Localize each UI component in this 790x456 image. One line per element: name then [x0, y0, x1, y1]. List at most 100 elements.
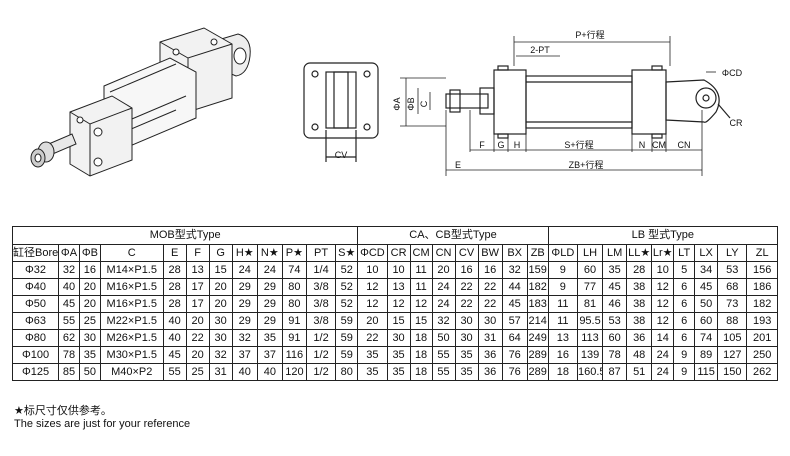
dim-cm: CM — [652, 140, 666, 150]
table-cell: 6 — [673, 295, 696, 313]
table-cell: 11 — [547, 312, 578, 330]
column-header: Lr★ — [651, 244, 675, 262]
table-cell: 76 — [501, 363, 528, 381]
table-cell: 20 — [208, 278, 233, 296]
table-cell: 116 — [281, 346, 307, 364]
table-cell: M30×P1.5 — [99, 346, 164, 364]
reference-note-cn: ★标尺寸仅供参考。 — [14, 405, 112, 417]
table-cell: 35 — [386, 363, 411, 381]
dim-f: F — [479, 140, 485, 150]
table-cell: 30 — [208, 312, 233, 330]
table-cell: 9 — [673, 363, 696, 381]
table-cell: 46 — [602, 295, 628, 313]
table-cell: 37 — [231, 346, 258, 364]
table-cell: Φ40 — [11, 278, 60, 296]
table-cell: 12 — [386, 295, 411, 313]
table-cell: 76 — [501, 346, 528, 364]
table-cell: 22 — [477, 278, 503, 296]
dim-h: H — [514, 140, 521, 150]
table-cell: 6 — [673, 329, 696, 347]
table-cell: 30 — [454, 312, 479, 330]
column-header: N★ — [256, 244, 283, 262]
table-cell: 10 — [357, 261, 388, 279]
table-cell: 6 — [673, 312, 696, 330]
table-cell: 57 — [501, 312, 528, 330]
column-header: LX — [694, 244, 719, 262]
dim-phi-a: ΦA — [392, 97, 402, 110]
table-cell: 28 — [162, 278, 187, 296]
table-cell: 30 — [454, 329, 479, 347]
table-cell: 214 — [526, 312, 549, 330]
table-cell: 77 — [576, 278, 604, 296]
column-header: CM — [409, 244, 433, 262]
column-header: BW — [477, 244, 503, 262]
table-cell: 32 — [208, 346, 233, 364]
table-cell: M16×P1.5 — [99, 295, 164, 313]
table-cell: 1/2 — [305, 329, 337, 347]
table-cell: 12 — [357, 278, 388, 296]
table-cell: Φ50 — [11, 295, 60, 313]
column-header: P★ — [281, 244, 307, 262]
table-cell: 24 — [256, 261, 283, 279]
table-cell: 29 — [256, 295, 283, 313]
table-cell: 36 — [477, 363, 503, 381]
table-cell: 12 — [651, 312, 675, 330]
table-cell: Φ125 — [11, 363, 60, 381]
table-cell: 29 — [256, 278, 283, 296]
table-cell: 22 — [477, 295, 503, 313]
table-cell: 9 — [547, 261, 578, 279]
table-cell: Φ63 — [11, 312, 60, 330]
table-cell: 25 — [78, 312, 101, 330]
table-cell: 22 — [454, 278, 479, 296]
table-cell: 87 — [602, 363, 628, 381]
table-cell: 52 — [335, 295, 359, 313]
column-header: CR — [386, 244, 411, 262]
table-cell: 38 — [626, 278, 653, 296]
table-cell: 55 — [162, 363, 187, 381]
table-cell: 35 — [386, 346, 411, 364]
table-cell: 78 — [58, 346, 80, 364]
table-cell: M14×P1.5 — [99, 261, 164, 279]
table-cell: 91 — [281, 329, 307, 347]
table-cell: 18 — [409, 346, 433, 364]
column-header: CV — [454, 244, 479, 262]
table-cell: 38 — [626, 295, 653, 313]
table-cell: 53 — [717, 261, 748, 279]
table-cell: 150 — [717, 363, 748, 381]
table-cell: Φ100 — [11, 346, 60, 364]
table-cell: 31 — [208, 363, 233, 381]
table-cell: 91 — [281, 312, 307, 330]
table-cell: 13 — [185, 261, 210, 279]
table-cell: 18 — [547, 363, 578, 381]
table-cell: 73 — [717, 295, 748, 313]
table-cell: 182 — [526, 278, 549, 296]
table-cell: 105 — [717, 329, 748, 347]
table-cell: 156 — [746, 261, 778, 279]
column-header: CN — [431, 244, 456, 262]
dim-cr: CR — [730, 118, 743, 128]
table-cell: 11 — [409, 261, 433, 279]
table-cell: 38 — [626, 312, 653, 330]
table-cell: 17 — [185, 278, 210, 296]
table-cell: 74 — [281, 261, 307, 279]
table-cell: 60 — [602, 329, 628, 347]
table-cell: 34 — [694, 261, 719, 279]
column-header: ZB — [526, 244, 549, 262]
table-cell: 1/2 — [305, 363, 337, 381]
table-cell: 22 — [357, 329, 388, 347]
table-cell: 32 — [431, 312, 456, 330]
table-cell: 18 — [409, 329, 433, 347]
column-header: BX — [501, 244, 528, 262]
table-cell: 11 — [547, 295, 578, 313]
table-cell: 12 — [409, 295, 433, 313]
table-cell: 29 — [231, 295, 258, 313]
table-cell: 80 — [281, 278, 307, 296]
table-cell: 32 — [58, 261, 80, 279]
table-cell: 160.5 — [576, 363, 604, 381]
dim-n: N — [639, 140, 646, 150]
table-cell: 40 — [162, 312, 187, 330]
table-cell: 80 — [335, 363, 359, 381]
